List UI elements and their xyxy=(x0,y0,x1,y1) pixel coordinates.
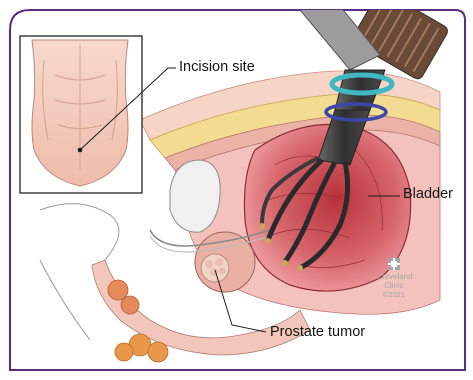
cleveland-clinic-logo-icon xyxy=(388,258,400,270)
credit-year: ©2021 xyxy=(377,290,411,299)
torso-inset xyxy=(20,36,142,193)
credit-name-line1: Cleveland xyxy=(377,272,411,281)
incision-site-label: Incision site xyxy=(179,60,255,75)
prostate-tumor-label: Prostate tumor xyxy=(270,325,365,340)
credit-name-line2: Clinic xyxy=(377,281,411,290)
cleveland-clinic-credit: Cleveland Clinic ©2021 xyxy=(377,258,411,299)
prostate-tumor xyxy=(201,254,229,282)
pubic-bone xyxy=(170,160,220,232)
bladder-label: Bladder xyxy=(403,187,453,202)
